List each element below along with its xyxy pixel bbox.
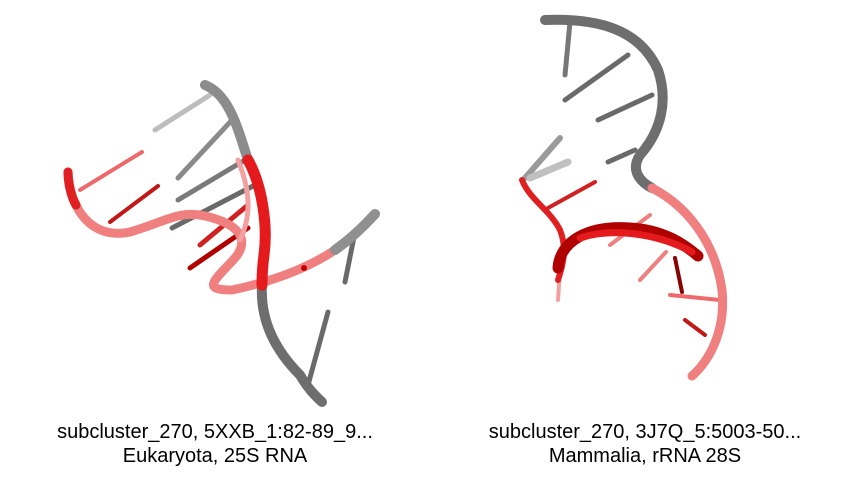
caption-right: subcluster_270, 3J7Q_5:5003-50... Mammal… xyxy=(430,420,860,468)
caption-title: subcluster_270, 5XXB_1:82-89_9... xyxy=(57,421,373,443)
caption-subtitle: Mammalia, rRNA 28S xyxy=(548,445,742,467)
rna-structure-left xyxy=(63,80,380,407)
caption-title: subcluster_270, 3J7Q_5:5003-50... xyxy=(488,421,802,443)
caption-left: subcluster_270, 5XXB_1:82-89_9... Eukary… xyxy=(0,420,430,468)
structure-panel-left: subcluster_270, 5XXB_1:82-89_9... Eukary… xyxy=(0,80,430,468)
caption-subtitle: Eukaryota, 25S RNA xyxy=(122,445,308,467)
rna-structure-right xyxy=(519,14,728,381)
structure-panel-right: subcluster_270, 3J7Q_5:5003-50... Mammal… xyxy=(430,0,860,480)
